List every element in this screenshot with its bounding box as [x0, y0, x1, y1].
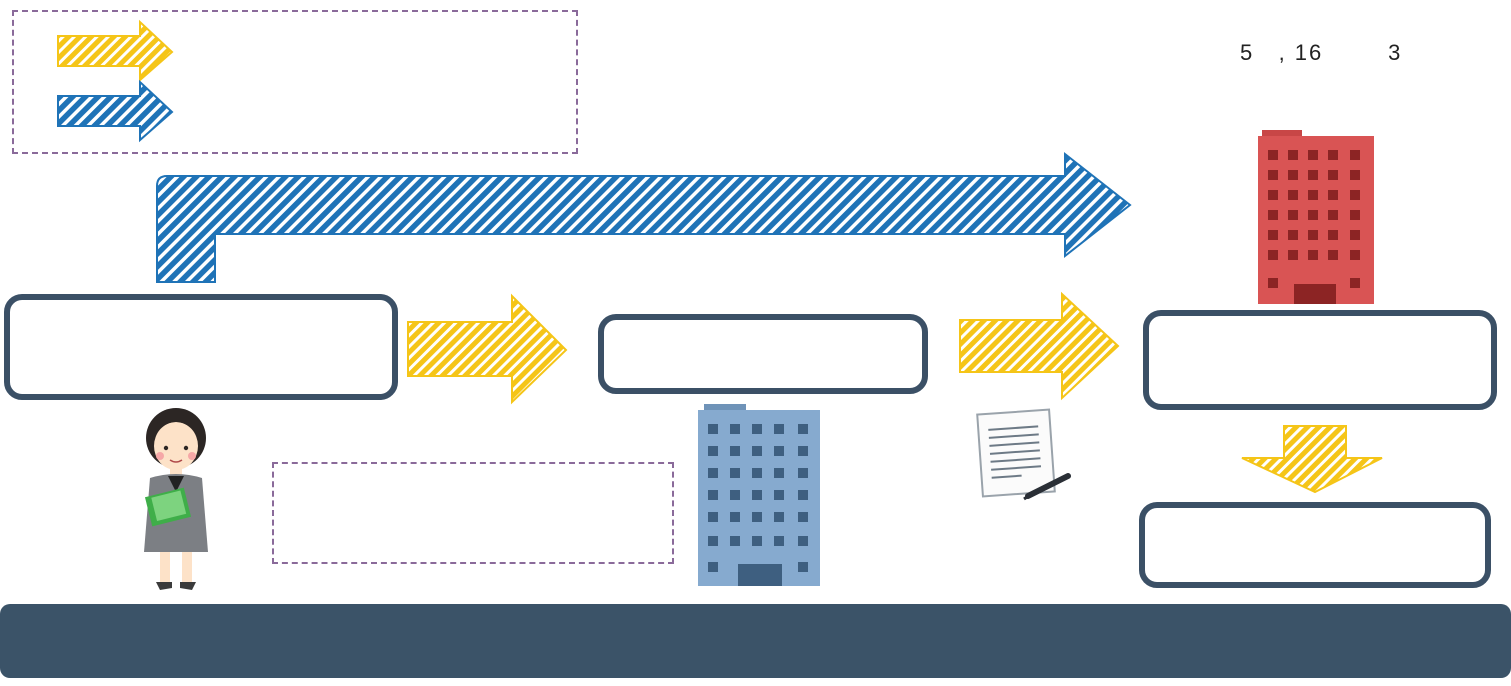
blue-building-icon	[698, 404, 820, 586]
flow-arrow-1-icon	[407, 293, 568, 405]
box-right-bottom	[1139, 502, 1491, 588]
box-middle	[598, 314, 928, 394]
box-right-top	[1143, 310, 1497, 410]
legend-blue-arrow-icon	[57, 79, 174, 143]
footer-bar	[0, 604, 1511, 678]
flow-arrow-2-icon	[959, 291, 1120, 401]
legend-yellow-label	[200, 37, 560, 67]
note-box	[272, 462, 674, 564]
date-label: 5 , 16 3	[1240, 40, 1403, 65]
legend-yellow-arrow-icon	[57, 19, 174, 83]
legend-frame	[12, 10, 578, 154]
contract-document-icon	[976, 408, 1071, 501]
red-building-icon	[1258, 130, 1374, 304]
box-left	[4, 294, 398, 400]
flow-arrow-down-icon	[1241, 425, 1383, 494]
direct-flow-arrow-icon	[156, 151, 1132, 283]
woman-with-clipboard-icon	[144, 408, 208, 590]
legend-blue-label	[200, 97, 560, 127]
